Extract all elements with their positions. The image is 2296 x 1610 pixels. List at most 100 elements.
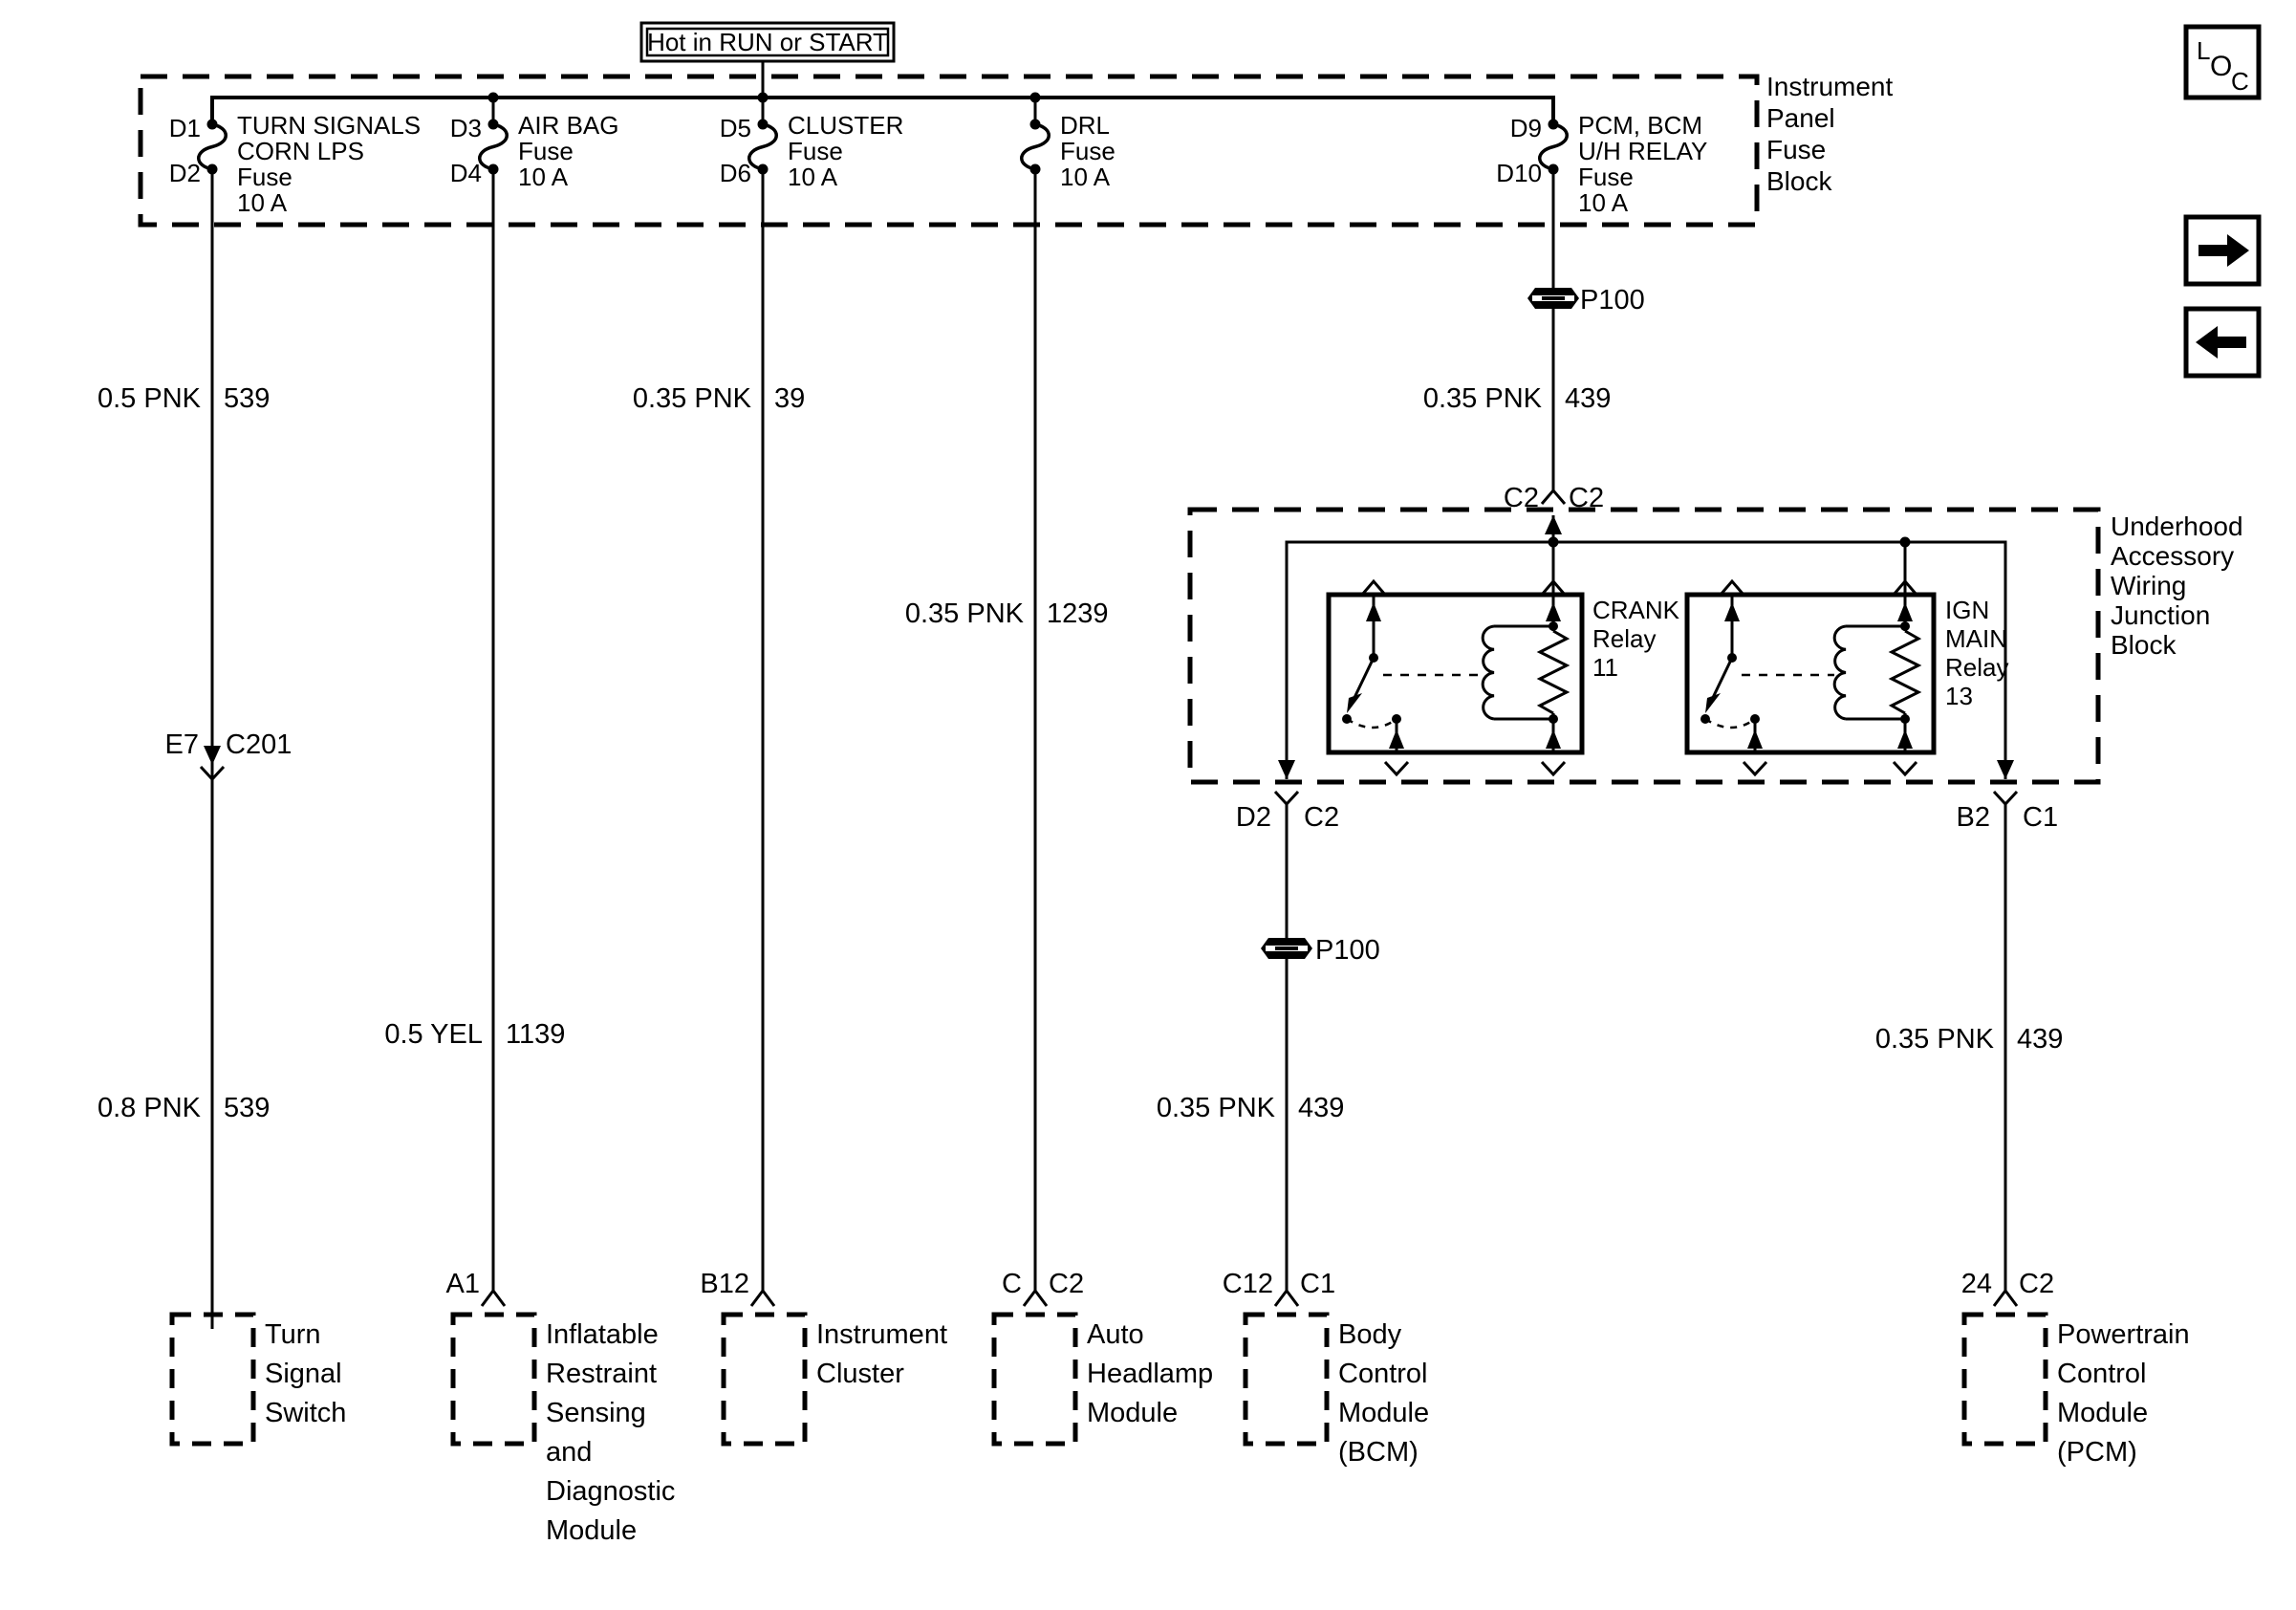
fuse-name: DRL <box>1060 111 1110 140</box>
component-label-line: Turn <box>265 1319 321 1350</box>
fuse-drl: DRL Fuse 10 A <box>1060 111 1116 191</box>
component-label-line: Control <box>1338 1359 1428 1389</box>
next-page-button[interactable] <box>2183 214 2262 287</box>
connector-id-label: C1 <box>2023 802 2058 833</box>
wire-gauge-color: 0.35 PNK <box>1875 1024 1995 1055</box>
wire-circuit: 1239 <box>1047 598 1109 629</box>
component-label-line: Diagnostic <box>546 1476 675 1507</box>
pin-label: D10 <box>1496 159 1542 187</box>
wire-circuit: 39 <box>774 383 805 414</box>
component-turn-signal-switch: Turn Signal Switch <box>169 1312 346 1447</box>
fuse-name: TURN SIGNALS <box>237 111 421 140</box>
component-label-line: Body <box>1338 1319 1402 1350</box>
component-box <box>1961 1312 2048 1447</box>
wire-gauge-color: 0.35 PNK <box>1157 1093 1276 1123</box>
wire-circuit: 439 <box>2017 1024 2063 1055</box>
component-instrument-cluster: Instrument Cluster <box>721 1312 947 1447</box>
relay-coil-icon <box>1832 624 1847 721</box>
component-label-line: Instrument <box>816 1319 947 1350</box>
block-label-line: Underhood <box>2111 511 2243 541</box>
uh-junction-block-label: Underhood Accessory Wiring Junction Bloc… <box>2111 511 2243 660</box>
instrument-panel-fuse-block: D1 D2 TURN SIGNALS CORN LPS Fuse 10 A D3… <box>138 72 1893 228</box>
connector-chevron-icon <box>199 765 226 782</box>
loc-button[interactable]: L O C <box>2183 24 2262 100</box>
loc-icon[interactable] <box>2183 24 2262 100</box>
ign-relay-box <box>1684 592 1937 755</box>
relay-coil-icon <box>1481 624 1495 721</box>
wire-circuit: 439 <box>1565 383 1611 414</box>
component-label-line: Powertrain <box>2057 1319 2190 1350</box>
component-label-line: Signal <box>265 1359 342 1389</box>
component-body-control-module: Body Control Module (BCM) <box>1243 1312 1429 1468</box>
component-label-line: (BCM) <box>1338 1437 1419 1468</box>
connector-chevron-icon <box>1540 488 1567 505</box>
fuse-name: Fuse <box>1060 137 1116 165</box>
wire-gauge-color: 0.35 PNK <box>905 598 1025 629</box>
component-label-line: Module <box>546 1515 637 1546</box>
connector-pin-label: B12 <box>700 1269 749 1299</box>
connector-chevron-icon <box>749 1288 776 1307</box>
connector-chevron-icon <box>1273 1288 1300 1307</box>
loc-letter: O <box>2210 51 2232 82</box>
hot-banner: Hot in RUN or START <box>639 21 896 63</box>
connector-chevron-icon <box>1273 790 1300 807</box>
relay-label: Relay <box>1592 624 1656 653</box>
component-box <box>721 1312 808 1447</box>
fuse-name: Fuse <box>788 137 843 165</box>
connector-a1: A1 <box>446 1269 507 1307</box>
fuse-name: CORN LPS <box>237 137 364 165</box>
block-label-line: Block <box>1766 166 1832 196</box>
wire-labels: 0.5 PNK 539 0.35 PNK 39 0.35 PNK 439 0.3… <box>97 383 2063 1123</box>
connector-chevron-icon <box>1992 1288 2019 1307</box>
block-label-line: Instrument <box>1766 72 1893 101</box>
component-label-line: Headlamp <box>1087 1359 1213 1389</box>
fuse-name: AIR BAG <box>518 111 618 140</box>
fuse-element-air-bag <box>478 122 509 171</box>
component-box <box>991 1312 1078 1447</box>
fuse-air-bag: D3 D4 AIR BAG Fuse 10 A <box>450 111 619 191</box>
component-label-line: Sensing <box>546 1398 646 1428</box>
relay-label: CRANK <box>1592 596 1680 624</box>
block-label-line: Junction <box>2111 600 2210 630</box>
fuse-element-drl <box>1020 122 1051 171</box>
pin-label: D5 <box>720 114 751 142</box>
component-powertrain-control-module: Powertrain Control Module (PCM) <box>1961 1312 2190 1468</box>
fuse-name: PCM, BCM <box>1578 111 1702 140</box>
connector-pin-label: C12 <box>1223 1269 1273 1299</box>
fuse-name: 10 A <box>1060 163 1111 191</box>
connector-b12: B12 <box>700 1269 776 1307</box>
fuse-name: 10 A <box>237 188 288 217</box>
components: Turn Signal Switch Inflatable Restraint … <box>169 1312 2190 1546</box>
bus-junction-dot <box>1029 92 1041 103</box>
fuse-pcm-bcm: D9 D10 PCM, BCM U/H RELAY Fuse 10 A <box>1496 111 1707 217</box>
connector-id-label: C2 <box>1049 1269 1084 1299</box>
prev-page-button[interactable] <box>2183 306 2262 379</box>
splice-p100-bottom: P100 <box>1261 935 1380 966</box>
connector-id-label: C201 <box>226 729 292 760</box>
loc-letter: L <box>2197 36 2210 65</box>
connector-arrow-icon <box>1545 515 1562 534</box>
connector-d2-c2: D2 C2 <box>1236 790 1339 833</box>
crank-relay: CRANK Relay 11 <box>1326 578 1680 777</box>
connector-pin-label: 24 <box>1961 1269 1992 1299</box>
fuse-elements <box>197 122 1569 171</box>
bus-junction-dot <box>1548 536 1559 548</box>
component-label-line: Module <box>2057 1398 2148 1428</box>
fuse-cluster: D5 D6 CLUSTER Fuse 10 A <box>720 111 904 191</box>
connector-chevron-icon <box>480 1288 507 1307</box>
block-label-line: Wiring <box>2111 571 2186 600</box>
bottom-connectors: A1 B12 C C2 C12 C1 24 C2 <box>446 1269 2054 1307</box>
bus-junction-dot <box>757 92 769 103</box>
fuse-name: Fuse <box>518 137 574 165</box>
component-label-line: Control <box>2057 1359 2147 1389</box>
connector-24-c2: 24 C2 <box>1961 1269 2054 1307</box>
component-arsd-module: Inflatable Restraint Sensing and Diagnos… <box>450 1312 675 1546</box>
relay-resistor-icon <box>1888 629 1922 715</box>
connector-arrow-icon <box>204 746 221 765</box>
pin-label: D1 <box>169 114 201 142</box>
component-label-line: Cluster <box>816 1359 904 1389</box>
connector-pin-label: C <box>1002 1269 1022 1299</box>
splice-p100-top: P100 <box>1527 285 1645 315</box>
fuse-name: 10 A <box>518 163 569 191</box>
component-box <box>1243 1312 1330 1447</box>
